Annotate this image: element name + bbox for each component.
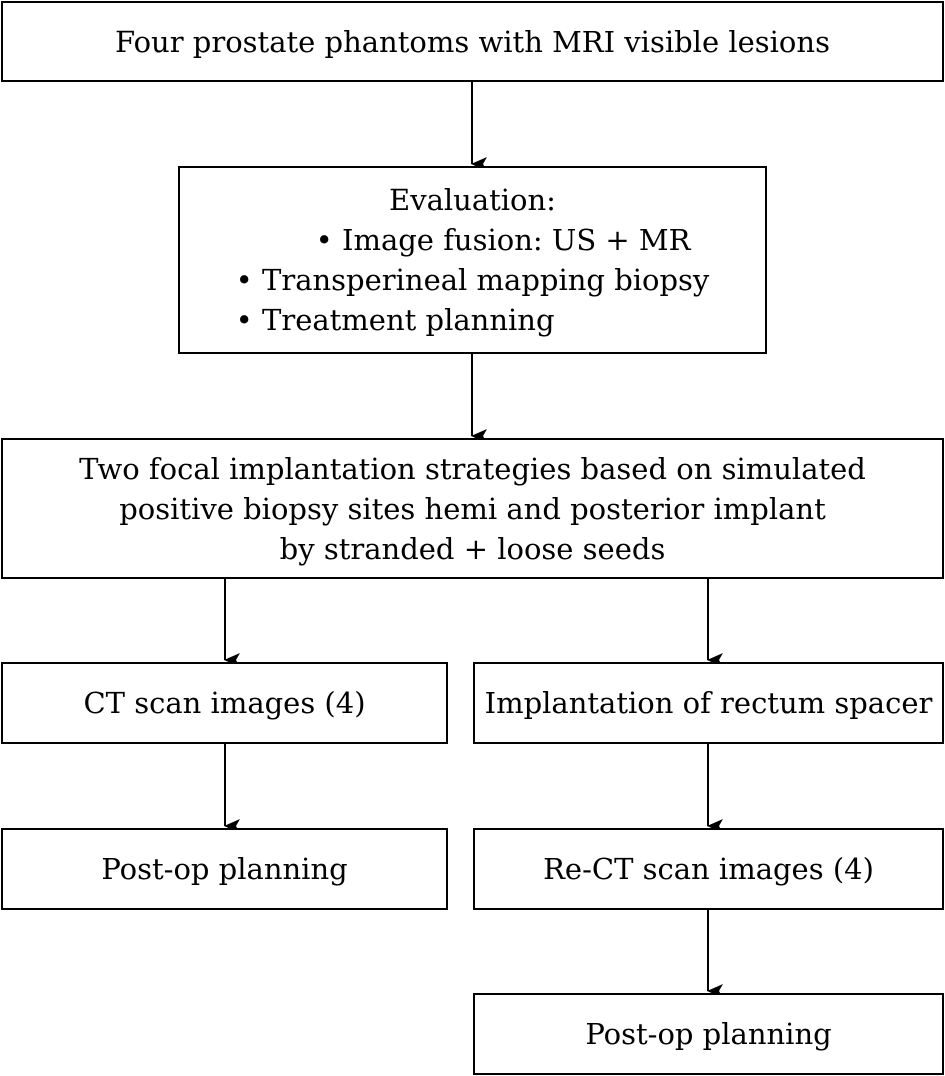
rectum-spacer-box: Implantation of rectum spacer xyxy=(473,662,944,744)
evaluation-item-treatment-planning: • Treatment planning xyxy=(235,303,555,337)
post-op-planning-right-text: Post-op planning xyxy=(585,1017,832,1051)
bullet-icon: • xyxy=(315,223,342,257)
post-op-planning-left-box: Post-op planning xyxy=(1,828,448,910)
bullet-icon: • xyxy=(235,303,262,337)
evaluation-item-mapping-biopsy: • Transperineal mapping biopsy xyxy=(235,263,710,297)
evaluation-item-image-fusion: • Image fusion: US + MR xyxy=(315,223,691,257)
post-op-planning-right-box: Post-op planning xyxy=(473,993,944,1075)
strategy-line-1: Two focal implantation strategies based … xyxy=(79,451,866,486)
ct-scan-text: CT scan images (4) xyxy=(83,686,366,720)
strategy-line-3: by stranded + loose seeds xyxy=(279,531,666,566)
phantoms-box: Four prostate phantoms with MRI visible … xyxy=(1,1,944,82)
phantoms-text: Four prostate phantoms with MRI visible … xyxy=(115,24,830,59)
re-ct-scan-text: Re-CT scan images (4) xyxy=(543,852,874,886)
re-ct-scan-box: Re-CT scan images (4) xyxy=(473,828,944,910)
strategy-line-2: positive biopsy sites hemi and posterior… xyxy=(119,491,826,526)
evaluation-box: Evaluation: • Image fusion: US + MR • Tr… xyxy=(178,166,767,354)
post-op-planning-left-text: Post-op planning xyxy=(101,852,348,886)
evaluation-title: Evaluation: xyxy=(389,183,556,217)
rectum-spacer-text: Implantation of rectum spacer xyxy=(484,686,933,720)
ct-scan-box: CT scan images (4) xyxy=(1,662,448,744)
bullet-icon: • xyxy=(235,263,262,297)
strategy-box: Two focal implantation strategies based … xyxy=(1,438,944,579)
evaluation-content: Evaluation: • Image fusion: US + MR • Tr… xyxy=(236,180,710,340)
